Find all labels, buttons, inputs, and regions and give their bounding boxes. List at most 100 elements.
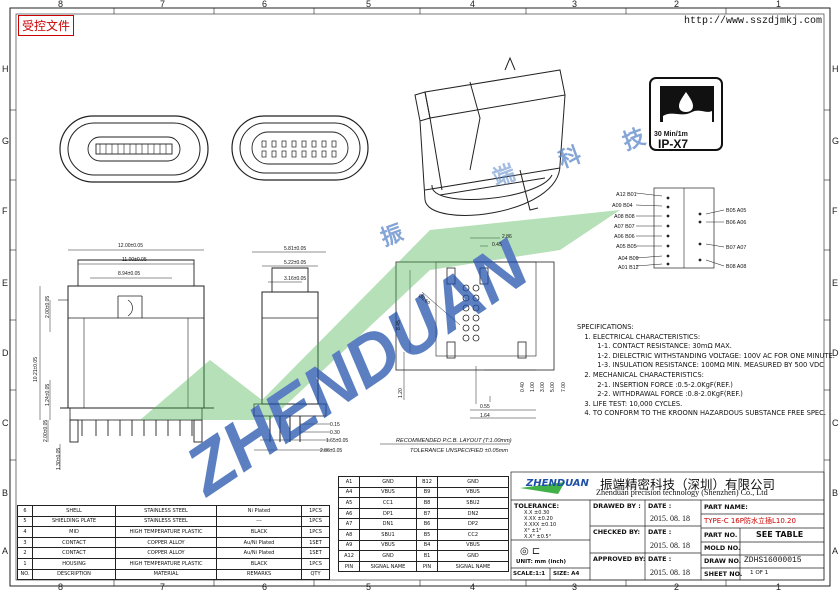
spec-line: 2. MECHANICAL CHARACTERISTICS: (584, 369, 704, 379)
checked-date: 2015. 08. 18 (650, 541, 690, 550)
approved-date: 2015. 08. 18 (650, 568, 690, 577)
watermark-char-3: 技 (619, 123, 649, 154)
ruler-top-3: 5 (366, 0, 372, 9)
tolerance-2: X.XXX ±0.10 (524, 522, 557, 528)
ruler-bottom-5: 3 (572, 582, 578, 592)
controlled-doc-stamp: 受控文件 (18, 15, 75, 36)
pin-left-1: A09 B04 (612, 203, 633, 209)
ruler-side-right-1: G (832, 136, 840, 146)
date-label-1: DATE : (648, 528, 672, 536)
ruler-side-right-2: F (832, 206, 838, 216)
watermark-char-0: 振 (377, 220, 406, 251)
pin-left-3: A07 B07 (614, 224, 635, 230)
tolerance-4: X.X° ±0.5° (524, 534, 552, 540)
date-label-0: DATE : (648, 502, 672, 510)
ruler-top-6: 2 (674, 0, 680, 9)
dim-side-b3: 1.65±0.05 (326, 438, 348, 444)
ruler-side-3: E (2, 278, 9, 288)
tolerance-1: X.XX ±0.20 (524, 516, 553, 522)
pin-right-3: B08 A08 (726, 264, 746, 270)
dim-pcb-t2: 0.45 (492, 242, 502, 248)
ruler-top-0: 8 (58, 0, 64, 9)
ruler-top-4: 4 (470, 0, 476, 9)
spec-line: SPECIFICATIONS: (577, 322, 634, 331)
tolerance-0: X.X ±0.30 (524, 510, 550, 516)
date-label-2: DATE : (648, 555, 672, 563)
part-name-label: PART NAME: (704, 503, 748, 511)
ip-badge (649, 77, 723, 151)
ruler-side-4: D (2, 348, 9, 358)
ruler-top-2: 6 (262, 0, 268, 9)
ruler-side-right-4: D (832, 348, 839, 358)
ruler-side-1: G (2, 136, 10, 146)
tolerance-label: TOLERANCE: (514, 502, 560, 510)
ruler-bottom-4: 4 (470, 582, 476, 592)
ruler-side-0: H (2, 64, 9, 74)
dim-pcb-r3: 3.00 (540, 382, 546, 392)
tolerance-3: X° ±1° (524, 528, 542, 534)
pin-left-5: A05 B05 (616, 244, 637, 250)
sheet-no: 1 OF 1 (750, 570, 769, 576)
dim-pcb-v2: 1.20 (398, 388, 404, 398)
ruler-bottom-0: 8 (58, 582, 64, 592)
dim-side-b2: 0.30 (330, 430, 340, 436)
dim-pcb-r4: 5.00 (550, 382, 556, 392)
ruler-bottom-1: 7 (160, 582, 166, 592)
pin-left-2: A08 B08 (614, 214, 635, 220)
dim-front-h2: 10.21±0.05 (33, 357, 39, 382)
spec-line: 4. TO CONFORM TO THE KROONN HAZARDOUS SU… (584, 408, 826, 418)
company-name-en: Zhenduan precision technology (Shenzhen)… (596, 488, 768, 497)
draw-no-label: DRAW NO. (704, 557, 742, 565)
ruler-side-right-0: H (832, 64, 839, 74)
ip-rating: IP-X7 (658, 137, 688, 151)
dim-pcb-b2: 1.64 (480, 413, 490, 419)
spec-line: 1-2. DIELECTRIC WITHSTANDING VOLTAGE: 10… (597, 350, 835, 360)
pin-left-4: A06 B06 (614, 234, 635, 240)
drawn-by-label: DRAWED BY : (593, 502, 641, 510)
drawn-date: 2015. 08. 18 (650, 514, 690, 523)
pin-right-1: B06 A06 (726, 220, 746, 226)
spec-line: 3. LIFE TEST: 10,000 CYCLES. (584, 398, 683, 408)
draw-no: ZDHS16000015 (744, 556, 802, 565)
ruler-top-1: 7 (160, 0, 166, 9)
spec-line: 1-1. CONTACT RESISTANCE: 30mΩ MAX. (597, 341, 732, 351)
dim-front-w3: 8.94±0.05 (118, 271, 140, 277)
ruler-side-5: C (2, 418, 9, 428)
mold-no-label: MOLD NO. (704, 544, 741, 552)
ruler-top-7: 1 (776, 0, 782, 9)
dim-front-h5: 1.30±0.05 (56, 448, 62, 470)
ruler-bottom-6: 2 (674, 582, 680, 592)
ruler-side-6: B (2, 488, 9, 498)
dim-side-b1: 0.15 (330, 422, 340, 428)
spec-line: 1. ELECTRICAL CHARACTERISTICS: (584, 331, 701, 341)
pin-left-7: A01 B12 (618, 265, 639, 271)
watermark-brand: ZHENDUAN (170, 225, 542, 511)
pcb-layout-title: RECOMMENDED P.C.B. LAYOUT (T:1.00mm) (396, 438, 512, 444)
dim-pcb-b1: 0.55 (480, 404, 490, 410)
part-name: TYPE-C 16P防水立插L10.20 (704, 517, 796, 525)
website-url: http://www.sszdjmkj.com (683, 16, 822, 27)
dim-pcb-r1: 0.40 (520, 382, 526, 392)
dim-front-w2: 11.00±0.05 (122, 257, 147, 263)
dim-pcb-r5: 7.00 (561, 382, 567, 392)
spec-line: 2-1. INSERTION FORCE :0.5-2.0KgF(REF.) (597, 379, 733, 389)
checked-by-label: CHECKED BY: (593, 528, 641, 536)
dim-front-w1: 12.00±0.05 (118, 243, 143, 249)
watermark-shape: ZHENDUAN (140, 210, 620, 511)
ruler-top-5: 3 (572, 0, 578, 9)
dim-side-b4: 2.86±0.05 (320, 448, 342, 454)
